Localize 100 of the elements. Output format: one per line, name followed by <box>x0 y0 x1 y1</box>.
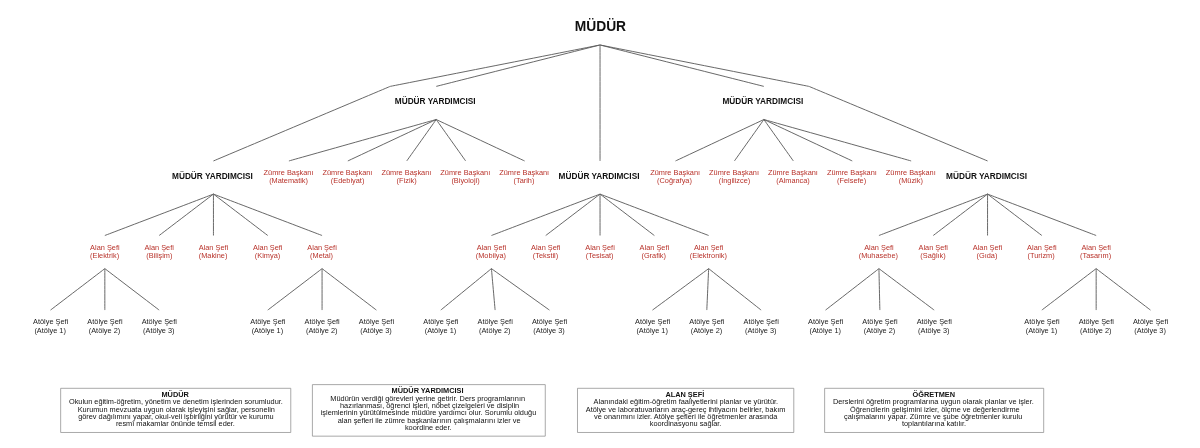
node-text: Atölye Şefi (Atölye 3) <box>916 317 952 335</box>
connector <box>762 119 853 162</box>
connector <box>287 119 437 162</box>
node-text: Atölye Şefi (Atölye 3) <box>358 317 394 335</box>
node-text: Atölye Şefi (Atölye 1) <box>634 317 670 335</box>
node-box: MÜDÜR YARDIMCISI Müdürün verdiği görevleri yerine getirir. Ders programlarının hazırlanması, öğrenci işleri, nöbet çizelgeleri ve disiplin işlemlerinin yürütülmesinde müdüre yardımcı olur. Sorumlu olduğu alan şefleri ile zümre başkanlarının çalışmalarını izler ve koordine eder. <box>311 384 546 437</box>
connector <box>321 268 323 311</box>
connector <box>212 193 268 236</box>
node-text: Zümre Başkanı (Edebiyat) <box>322 168 372 186</box>
node-text: Atölye Şefi (Atölye 2) <box>86 317 123 335</box>
connector <box>490 268 550 311</box>
node-text: Zümre Başkanı (Coğrafya) <box>649 168 700 186</box>
node-text: Alan Şefi (Tesisat) <box>584 242 615 260</box>
connector <box>1095 268 1151 311</box>
connector <box>435 119 525 162</box>
connector <box>877 268 880 311</box>
node-text: MÜDÜR YARDIMCISI <box>394 97 476 107</box>
node-text: Atölye Şefi (Atölye 1) <box>32 317 68 335</box>
connector <box>599 193 600 236</box>
node-text: Zümre Başkanı (Tarih) <box>498 168 549 186</box>
connector <box>762 119 794 162</box>
node-text: Atölye Şefi (Atölye 3) <box>1132 317 1168 335</box>
node-text: Atölye Şefi (Atölye 2) <box>477 317 513 335</box>
connector <box>435 44 600 87</box>
node-text: MÜDÜR YARDIMCISI <box>171 171 253 181</box>
connector <box>490 268 496 311</box>
node-text: Zümre Başkanı (Almanca) <box>767 168 818 186</box>
node-text: Alan Şefi (Makine) <box>198 242 228 260</box>
connector <box>321 268 377 311</box>
connector <box>103 193 214 236</box>
connector <box>824 268 879 311</box>
node-box: MÜDÜR Okulun eğitim-öğretim, yönetim ve denetim işlerinden sorumludur. Kurumun mevzuata uygun olarak işleyişini sağlar, personelin görev dağılımını yapar, okul-veli işbirliğini yürütür ve kurumu resmî makamlar önünde temsil eder. <box>59 387 291 433</box>
node-text: Alan Şefi (Turizm) <box>1026 242 1057 260</box>
node-text: Alan Şefi (Tekstil) <box>530 242 560 260</box>
node-text: Zümre Başkanı (Biyoloji) <box>439 168 490 186</box>
node-text: Alan Şefi (Grafik) <box>639 242 669 260</box>
node-text: Alan Şefi (Elektrik) <box>89 242 120 260</box>
node-text: Alan Şefi (Mobilya) <box>475 242 506 260</box>
node-text: Zümre Başkanı (Felsefe) <box>826 168 877 186</box>
node-box: ÖĞRETMEN Derslerini öğretim programlarına uygun olarak planlar ve işler. Öğrencilerin gelişimini izler, ölçme ve değerlendirme çalışmalarını yapar. Zümre ve şube öğretmenler kurulu toplantılarına katılır. <box>823 387 1044 433</box>
connector <box>266 268 323 311</box>
connector <box>986 193 1042 236</box>
node-text: MÜDÜR YARDIMCISI <box>945 171 1027 181</box>
connector <box>103 268 105 311</box>
node-text: Zümre Başkanı (Müzik) <box>885 168 936 186</box>
connector <box>405 119 437 162</box>
connector <box>212 193 323 236</box>
connector <box>932 193 988 236</box>
connector <box>599 44 600 162</box>
node-text: Atölye Şefi (Atölye 3) <box>743 317 779 335</box>
node-text: Atölye Şefi (Atölye 1) <box>249 317 285 335</box>
connector <box>439 268 492 311</box>
node-text: Atölye Şefi (Atölye 1) <box>1023 317 1060 335</box>
node-text: Zümre Başkanı (İngilizce) <box>708 168 759 186</box>
connector <box>490 193 600 236</box>
node-text: Atölye Şefi (Atölye 3) <box>531 317 567 335</box>
connector <box>651 268 709 311</box>
connector <box>1095 268 1097 311</box>
node-text: Alan Şefi (Gıda) <box>972 242 1002 260</box>
connector <box>599 44 988 162</box>
node-text: Atölye Şefi (Atölye 2) <box>1078 317 1114 335</box>
connector <box>733 119 764 162</box>
node-text: Alan Şefi (Sağlık) <box>918 242 948 260</box>
connector <box>212 193 214 236</box>
connector <box>346 119 437 162</box>
node-box: ALAN ŞEFİ Alanındaki eğitim-öğretim faaliyetlerini planlar ve yürütür. Atölye ve laboratuvarların araç-gereç ihtiyacını belirler, bakım ve onarımını izler. Atölye şefleri ile öğretmenler arasında koordinasyonu sağlar. <box>576 387 794 433</box>
node-text: MÜDÜR <box>574 18 626 34</box>
connector <box>674 119 764 162</box>
node-text: Atölye Şefi (Atölye 2) <box>304 317 340 335</box>
connector <box>986 193 988 236</box>
connector <box>599 193 655 236</box>
connector <box>599 193 709 236</box>
connector <box>212 44 600 162</box>
connector <box>435 119 466 162</box>
connector <box>877 193 988 236</box>
node-text: Atölye Şefi (Atölye 2) <box>688 317 725 335</box>
node-text: Alan Şefi (Muhasebe) <box>858 242 898 260</box>
node-text: Alan Şefi (Bilişim) <box>143 242 174 260</box>
node-text: MÜDÜR YARDIMCISI <box>721 97 803 107</box>
node-text: Alan Şefi (Kimya) <box>252 242 282 260</box>
node-text: Zümre Başkanı (Fizik) <box>380 168 431 186</box>
connector <box>1040 268 1097 311</box>
node-text: Zümre Başkanı (Matematik) <box>263 168 314 186</box>
connector <box>877 268 935 311</box>
connector <box>544 193 600 236</box>
node-text: Atölye Şefi (Atölye 2) <box>861 317 898 335</box>
connector <box>707 268 762 311</box>
connector <box>158 193 214 236</box>
connector <box>705 268 709 311</box>
node-text: Alan Şefi (Tasarım) <box>1079 242 1111 260</box>
node-text: Atölye Şefi (Atölye 1) <box>422 317 458 335</box>
connector <box>103 268 160 311</box>
node-text: Atölye Şefi (Atölye 1) <box>807 317 843 335</box>
node-text: Atölye Şefi (Atölye 3) <box>141 317 177 335</box>
node-text: Alan Şefi (Metal) <box>306 242 337 260</box>
connector <box>49 268 105 311</box>
node-text: MÜDÜR YARDIMCISI <box>558 171 639 181</box>
node-text: Alan Şefi (Elektronik) <box>689 242 727 260</box>
connector <box>986 193 1097 236</box>
connector <box>762 119 912 162</box>
